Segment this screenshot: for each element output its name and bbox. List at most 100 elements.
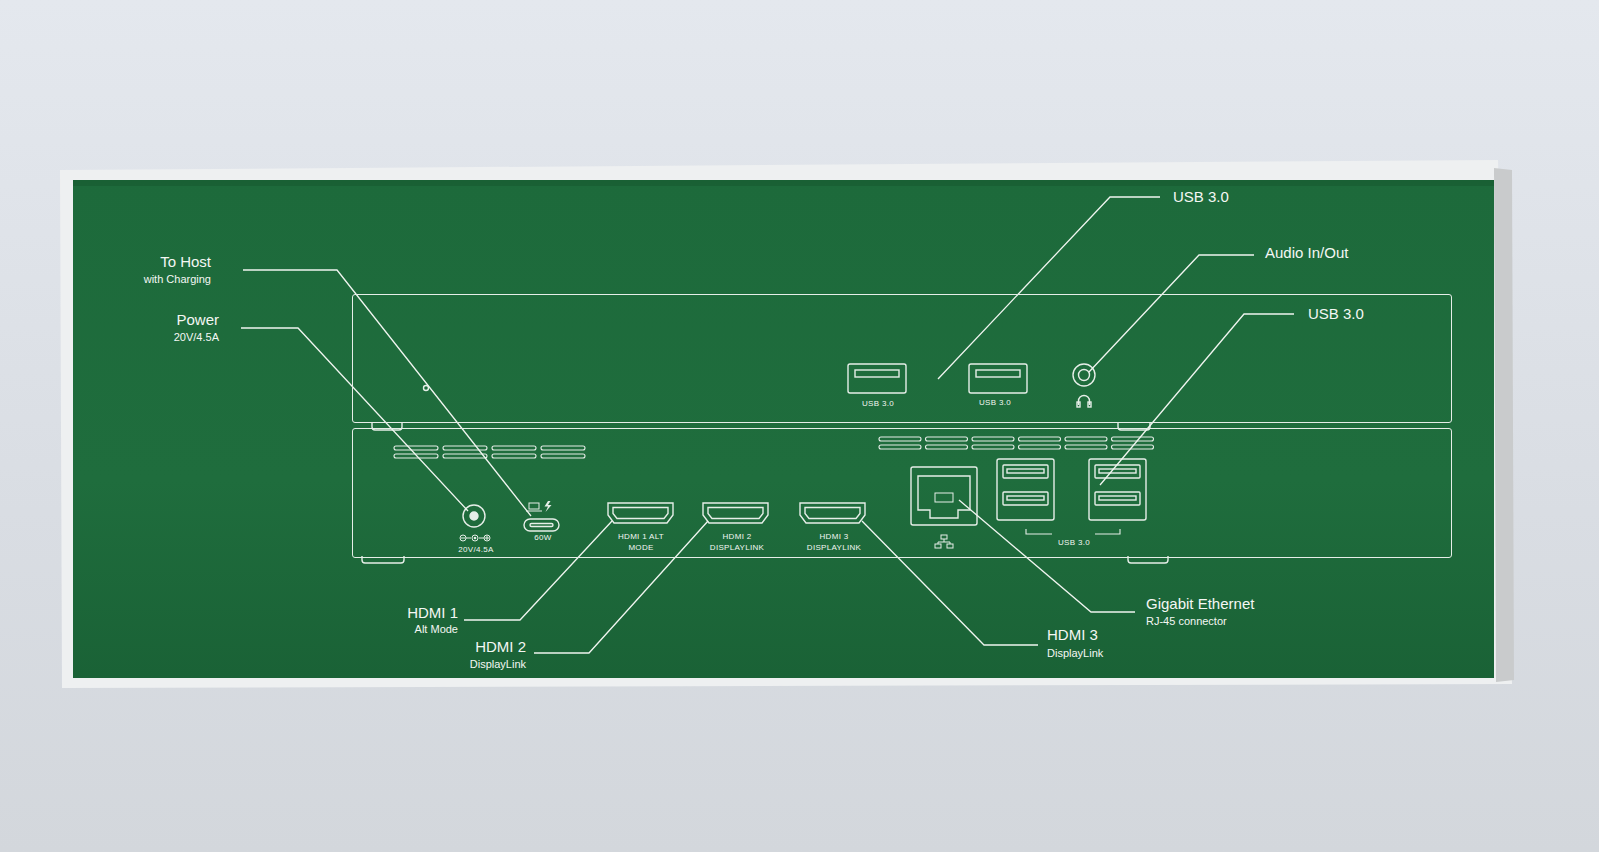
callout-label: Power	[176, 311, 219, 328]
vent-slot	[492, 446, 536, 450]
status-led	[424, 386, 429, 391]
vent-slot	[1019, 437, 1061, 441]
ethernet-port	[911, 467, 977, 525]
callout-label: Gigabit Ethernet	[1146, 595, 1254, 612]
leader-line	[1100, 314, 1294, 485]
port-label: USB 3.0	[1049, 538, 1099, 549]
network-icon	[941, 535, 947, 539]
vent-slot	[926, 445, 968, 449]
usb-port	[969, 364, 1027, 393]
polarity-symbol	[466, 538, 471, 539]
usb-port-tongue	[976, 370, 1020, 377]
callout-label: To Host	[160, 253, 211, 270]
usb-port-tongue	[855, 370, 899, 377]
box-side	[1494, 168, 1514, 682]
box-face	[73, 180, 1494, 678]
callout-label: USB 3.0	[1308, 305, 1364, 322]
audio-jack	[1073, 364, 1095, 386]
vent-slot	[926, 437, 968, 441]
network-icon	[935, 544, 941, 548]
port-label: USB 3.0	[853, 399, 903, 410]
charge-bolt-icon	[545, 501, 552, 512]
callout-label: HDMI 2	[475, 638, 526, 655]
vent-slot	[1019, 445, 1061, 449]
vent-slot	[1065, 437, 1107, 441]
base-unit: 20V/4.5A 60W HDMI 1 ALT MODE HDMI 2 DISPLAY…	[352, 428, 1452, 558]
leader-line	[241, 328, 468, 511]
vent-slot	[1065, 445, 1107, 449]
polarity-symbol	[479, 538, 484, 539]
usb-port-tongue	[1007, 469, 1044, 473]
vent-slot	[879, 445, 921, 449]
vent-slot	[972, 437, 1014, 441]
ethernet-clip	[935, 493, 953, 502]
leader-line	[959, 500, 1135, 612]
port-label: 20V/4.5A	[448, 545, 504, 556]
leader-line	[1089, 255, 1254, 372]
vent-slot	[879, 437, 921, 441]
port-label: HDMI 2 DISPLAYLINK	[706, 532, 768, 554]
usb-stack	[997, 459, 1054, 520]
vent-slot	[541, 446, 585, 450]
callout-subtext: DisplayLink	[1047, 647, 1103, 660]
port-label: HDMI 3 DISPLAYLINK	[803, 532, 865, 554]
laptop-icon	[529, 503, 539, 509]
network-icon	[938, 539, 950, 544]
polarity-symbol	[474, 537, 477, 540]
leader-line	[534, 521, 708, 653]
callout-label: HDMI 1	[407, 604, 458, 621]
callout-label: Audio In/Out	[1265, 244, 1348, 261]
port-label: 60W	[528, 533, 558, 544]
vent-slot	[443, 446, 487, 450]
usb-port	[1003, 465, 1048, 478]
port-label: USB 3.0	[970, 398, 1020, 409]
hdmi-port-inner	[613, 508, 668, 519]
leader-line	[243, 270, 531, 516]
leader-line	[862, 521, 1038, 645]
leader-line	[938, 197, 1160, 379]
vent-slot	[1112, 437, 1154, 441]
usb-port-tongue	[1007, 496, 1044, 500]
hdmi-port	[703, 503, 768, 523]
usb-port	[1095, 465, 1140, 478]
vent-slot	[492, 454, 536, 458]
callout-label: USB 3.0	[1173, 188, 1229, 205]
port-label: HDMI 1 ALT MODE	[613, 532, 669, 554]
hdmi-port-inner	[805, 508, 860, 519]
power-jack-pin	[470, 512, 478, 520]
polarity-symbol	[460, 535, 466, 541]
headphone-icon	[1088, 402, 1091, 407]
leader-line	[464, 521, 612, 620]
usb-port-tongue	[1099, 496, 1136, 500]
network-icon	[947, 544, 953, 548]
top-unit: USB 3.0USB 3.0	[352, 294, 1452, 423]
usb-port	[1003, 492, 1048, 505]
group-bracket	[1026, 529, 1120, 534]
polarity-symbol	[484, 535, 490, 541]
vent-slot	[394, 446, 438, 450]
ethernet-socket	[918, 476, 970, 518]
callout-subtext: DisplayLink	[470, 658, 526, 671]
hdmi-port-inner	[708, 508, 763, 519]
hdmi-port	[608, 503, 673, 523]
usb-port	[848, 364, 906, 393]
usb-c-tongue	[530, 524, 553, 527]
usb-port	[1095, 492, 1140, 505]
vent-slot	[443, 454, 487, 458]
audio-jack-inner	[1079, 370, 1090, 381]
usb-stack	[1089, 459, 1146, 520]
polarity-symbol	[487, 536, 488, 540]
hdmi-port	[800, 503, 865, 523]
usb-port-tongue	[1099, 469, 1136, 473]
headphone-icon	[1077, 402, 1080, 407]
callout-subtext: RJ-45 connector	[1146, 615, 1227, 628]
vent-slot	[541, 454, 585, 458]
callout-subtext: Alt Mode	[415, 623, 458, 636]
usb-c-port	[524, 519, 559, 531]
callout-subtext: with Charging	[144, 273, 211, 286]
vent-slot	[972, 445, 1014, 449]
box-face-shade	[73, 180, 1494, 186]
polarity-symbol	[461, 538, 465, 539]
